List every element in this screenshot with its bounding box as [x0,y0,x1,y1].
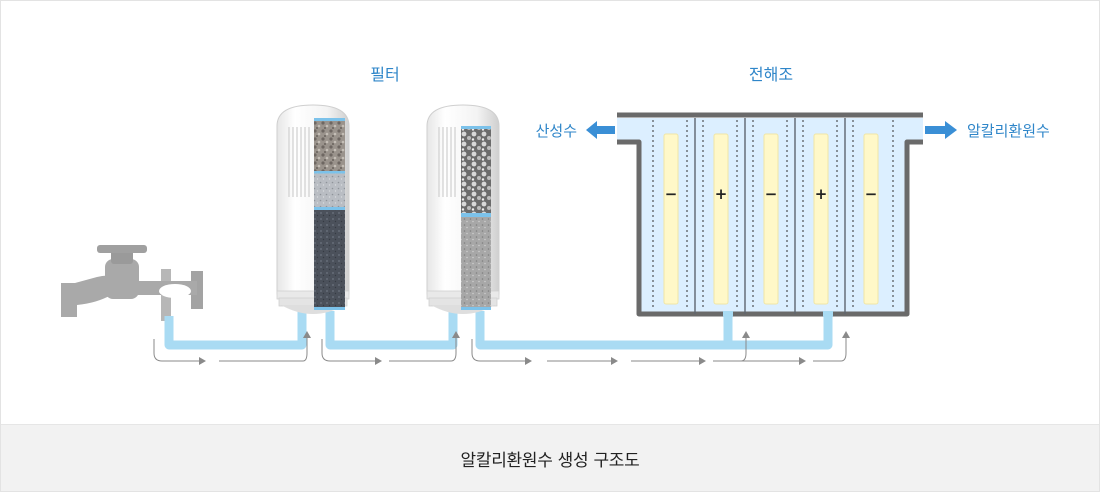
filter-cartridge-2 [426,104,500,314]
electrode-4-sign: + [815,185,828,203]
filter-cartridge-1 [276,104,350,314]
water-pipe [164,311,833,350]
electrode-5: − [863,133,879,305]
electrode-2: + [713,133,729,305]
acidic-water-label: 산성수 [536,122,577,140]
electrode-3: − [763,133,779,305]
electrode-5-sign: − [865,185,878,203]
electrode-4: + [813,133,829,305]
faucet-icon [61,245,203,321]
alkaline-water-label: 알칼리환원수 [967,122,1050,140]
alkaline-outflow-arrow-icon [925,121,957,139]
electrolyzer-label: 전해조 [749,65,793,84]
caption-bar: 알칼리환원수 생성 구조도 [1,424,1099,491]
electrode-2-sign: + [715,185,728,203]
electrode-1: − [663,133,679,305]
acidic-outflow-arrow-icon [586,121,615,139]
flow-arrows [153,337,847,362]
water-diagram: 필터 전해조 [61,65,1050,365]
electrode-3-sign: − [765,185,778,203]
electrode-1-sign: − [665,185,678,203]
flow-arrowheads [199,331,850,365]
diagram-caption: 알칼리환원수 생성 구조도 [460,450,640,471]
filter-label: 필터 [370,65,399,84]
